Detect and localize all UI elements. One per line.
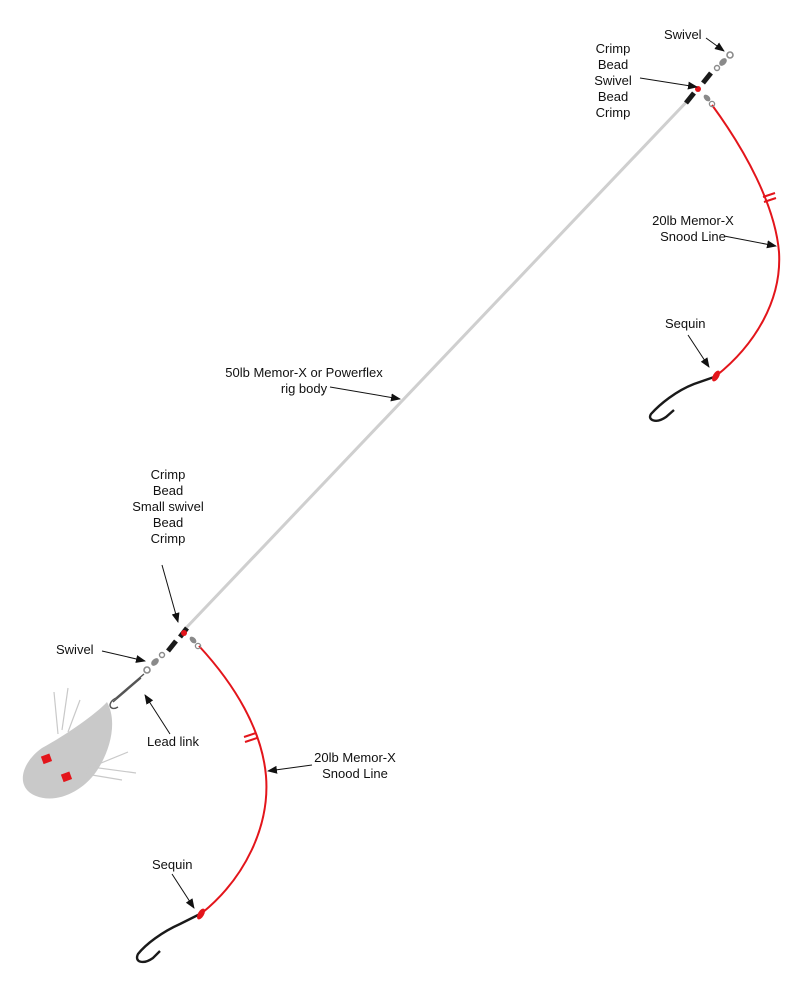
annotation-arrows [101,37,777,909]
bottom-swivel-icon [143,651,166,674]
top-stack-crimp-1: Crimp [595,41,631,56]
lead-weight-icon [22,687,137,799]
bottom-stack-crimp-1: Crimp [150,467,186,482]
top-snood-swivel-icon [703,94,716,108]
bottom-hook-icon [135,911,203,964]
top-snood-label: 20lb Memor-X Snood Line [638,213,748,245]
top-stack-bead-1: Bead [597,57,629,72]
top-sequin-icon [712,370,720,382]
top-swivel-icon [713,51,734,72]
lead-link-icon [112,673,145,703]
bottom-snood-swivel-icon [189,636,202,650]
top-snood-label-line2: Snood Line [660,229,726,244]
bottom-stack-bead-1: Bead [152,483,184,498]
top-crimp-lower-icon [684,91,696,105]
bottom-crimp-lower-icon [166,639,178,653]
bottom-snood-label: 20lb Memor-X Snood Line [300,750,410,782]
top-snood-join-icon [762,192,777,203]
top-swivel-label: Swivel [664,27,702,42]
bottom-snood-label-line2: Snood Line [322,766,388,781]
rig-body-label-line1: 50lb Memor-X or Powerflex [225,365,383,380]
bottom-stack-bead-2: Bead [152,515,184,530]
top-snood-label-line1: 20lb Memor-X [652,213,734,228]
bottom-swivel-label: Swivel [56,642,94,657]
rig-body-label-line2: rig body [280,381,328,396]
bottom-stack-small-swivel: Small swivel [132,499,204,514]
bottom-sequin-label: Sequin [152,857,193,872]
lead-link-label: Lead link [147,734,200,749]
bottom-hardware-stack-label: Crimp Bead Small swivel Bead Crimp [120,467,216,547]
rig-body-line [184,92,696,630]
bottom-stack-crimp-2: Crimp [150,531,186,546]
rig-body-label: 50lb Memor-X or Powerflex rig body [216,365,392,397]
bottom-snood-join-icon [243,732,258,743]
top-stack-crimp-2: Crimp [595,105,631,120]
bottom-snood-label-line1: 20lb Memor-X [314,750,396,765]
top-crimp-upper-icon [701,71,713,85]
top-hardware-stack-label: Crimp Bead Swivel Bead Crimp [584,41,642,121]
top-hook-icon [648,374,718,422]
bottom-sequin-icon [197,908,205,920]
top-stack-bead-2: Bead [597,89,629,104]
bottom-snood-line [198,645,268,914]
top-sequin-label: Sequin [665,316,706,331]
bottom-bead-upper-icon [181,630,187,636]
top-snood-line [711,104,781,377]
top-stack-swivel: Swivel [594,73,632,88]
